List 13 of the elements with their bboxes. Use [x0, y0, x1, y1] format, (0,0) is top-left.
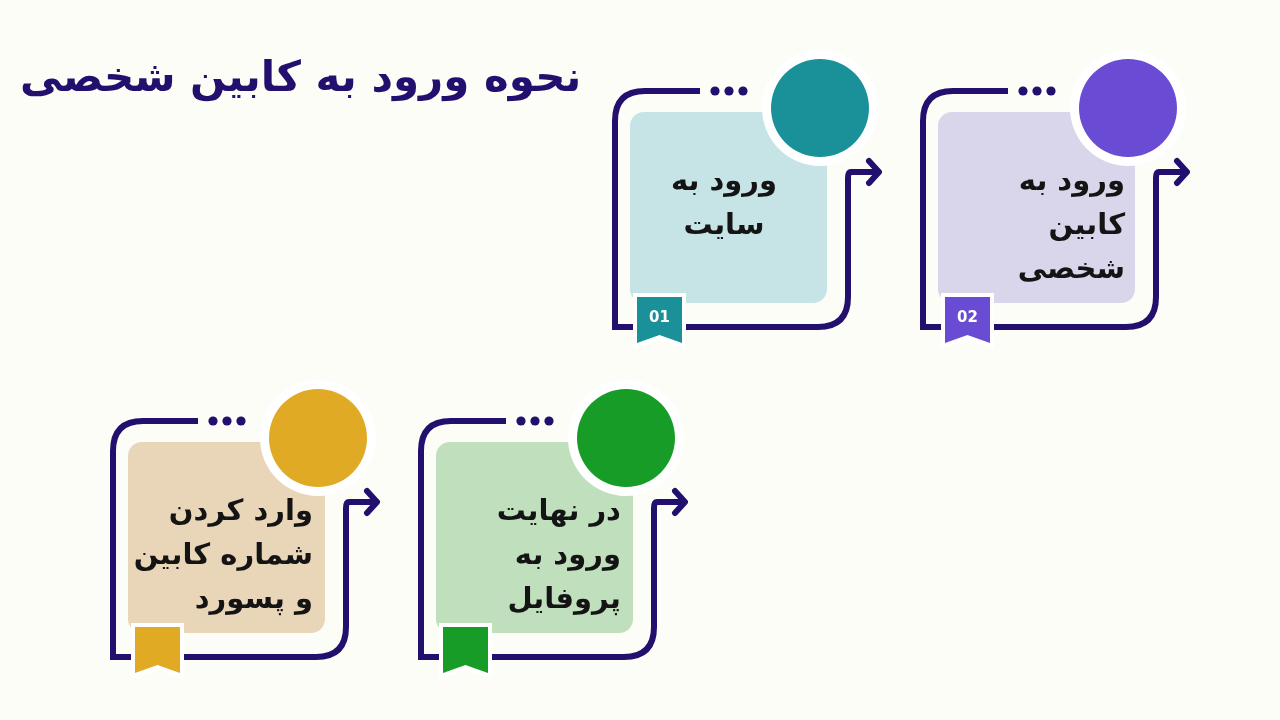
- step-text: ورود به کابین شخصی: [1016, 162, 1125, 287]
- step-text: در نهایت ورود به پروفایل: [495, 492, 621, 618]
- arrow: [1159, 158, 1190, 186]
- bookmark-ribbon: 02: [941, 293, 994, 349]
- bookmark-ribbon: 01: [633, 293, 686, 349]
- bookmark-ribbon: [131, 623, 184, 679]
- bookmark-ribbon: [439, 623, 492, 679]
- step-text: وارد کردن شماره کابین و پسورد: [132, 492, 313, 618]
- arrow: [349, 488, 380, 516]
- arrow: [657, 488, 688, 516]
- title: نحوه ورود به کابین شخصی: [20, 51, 582, 104]
- step-text: ورود به سایت: [669, 162, 779, 243]
- arrow: [851, 158, 882, 186]
